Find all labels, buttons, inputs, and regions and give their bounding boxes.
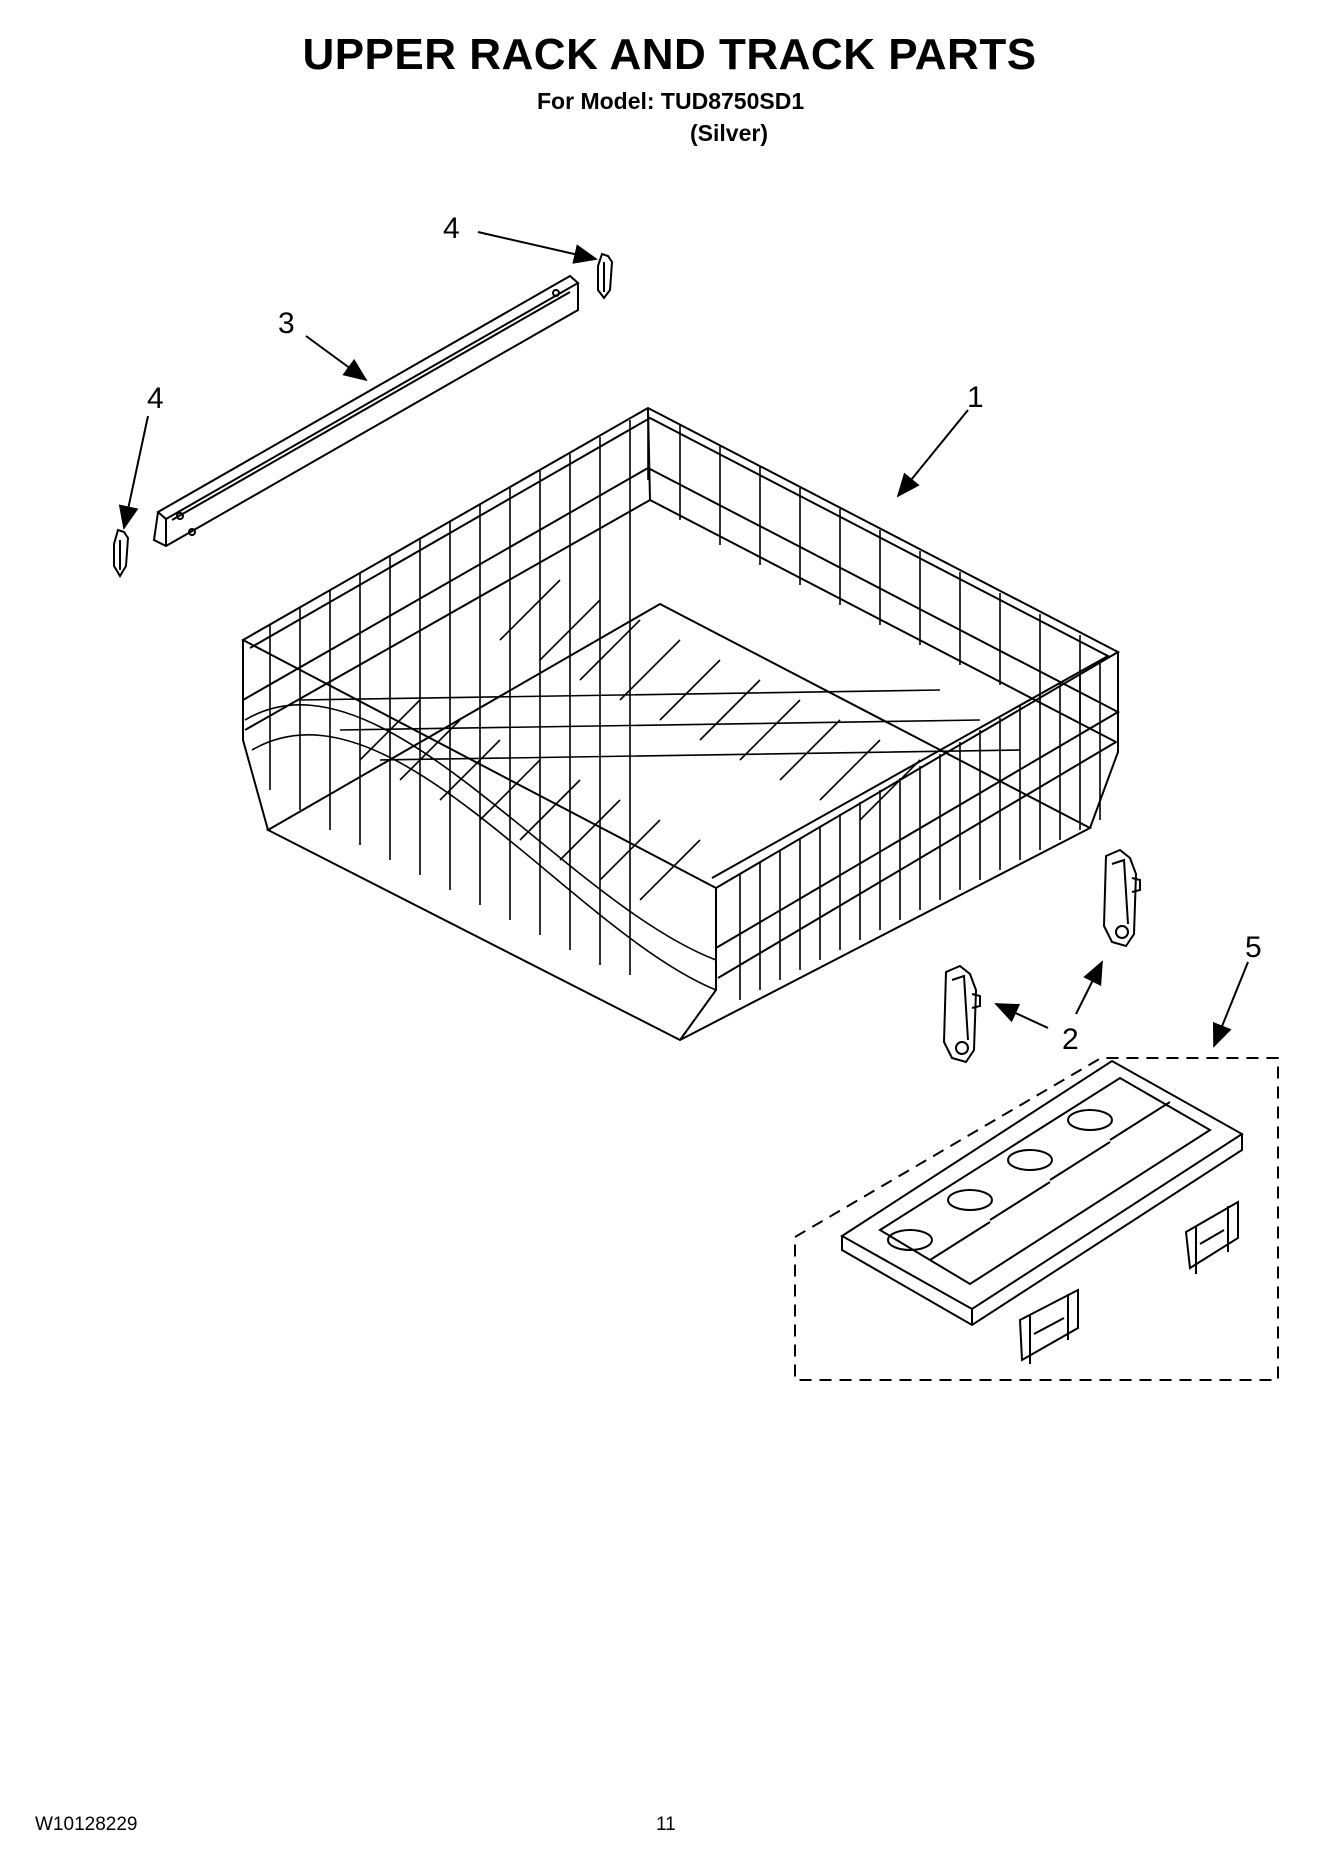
rack-adjuster-right <box>1102 848 1141 948</box>
shelf-kit-outline <box>794 1057 1279 1381</box>
track-end-cap-top <box>597 252 614 300</box>
page-number: 11 <box>656 1814 676 1835</box>
callout-3: 3 <box>278 307 295 340</box>
callout-arrows <box>118 231 1249 1048</box>
page-title: UPPER RACK AND TRACK PARTS <box>302 30 1037 79</box>
callout-4-top: 4 <box>443 212 460 245</box>
track-end-cap-left <box>113 528 130 578</box>
callout-2: 2 <box>1062 1023 1079 1056</box>
stemware-shelf <box>840 1059 1244 1327</box>
shelf-clip-left <box>1018 1288 1079 1364</box>
model-variant: (Silver) <box>690 120 768 146</box>
callout-1: 1 <box>967 381 984 414</box>
shelf-clip-right <box>1184 1200 1239 1274</box>
rack-adjuster-left <box>942 964 981 1064</box>
track-rail <box>152 274 580 548</box>
document-number: W10128229 <box>35 1814 138 1835</box>
callout-5: 5 <box>1245 931 1262 964</box>
callout-4-left: 4 <box>147 382 164 415</box>
model-line: For Model: TUD8750SD1 <box>537 88 805 114</box>
upper-rack-basket <box>240 406 1121 1042</box>
